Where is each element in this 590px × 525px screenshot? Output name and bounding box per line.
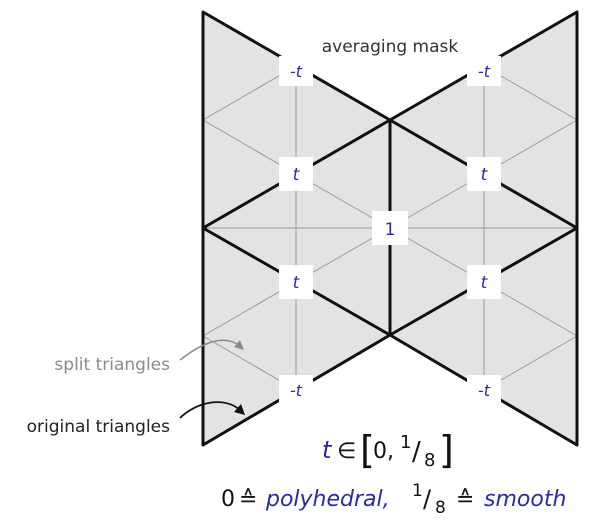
- formula-element-of: ∈: [337, 439, 356, 464]
- caption-polyhedral: polyhedral,: [265, 487, 390, 512]
- weight-top-left-label: -t: [290, 62, 303, 81]
- weight-upper-left: t: [279, 157, 313, 191]
- weight-lower-right-label: t: [481, 273, 489, 293]
- title-background: [308, 32, 472, 58]
- formula-close-bracket: ]: [439, 428, 454, 472]
- formula: t ∈ [ 0, 1 / 8 ]: [322, 428, 454, 472]
- caption-slash: /: [423, 485, 432, 513]
- formula-numerator: 1: [400, 432, 411, 453]
- original-triangles-arrowhead: [234, 404, 245, 415]
- weight-upper-right: t: [467, 157, 501, 191]
- weight-bottom-left: -t: [279, 375, 313, 405]
- weight-top-left: -t: [279, 56, 313, 86]
- formula-open-bracket: [: [360, 428, 375, 472]
- split-triangles-arrow: [179, 339, 241, 361]
- split-triangles-arrowhead: [234, 340, 244, 350]
- caption-smooth: smooth: [484, 487, 566, 512]
- weight-lower-left-label: t: [293, 273, 301, 293]
- weight-bottom-right: -t: [467, 375, 501, 405]
- formula-variable: t: [322, 436, 333, 464]
- weight-bottom-right-label: -t: [478, 381, 491, 400]
- weight-lower-right: t: [467, 265, 501, 299]
- weight-upper-right-label: t: [481, 165, 489, 185]
- weight-lower-left: t: [279, 265, 313, 299]
- caption-corresponds-1: ≙: [239, 487, 257, 512]
- caption-eight: 8: [435, 498, 446, 518]
- caption-one: 1: [412, 481, 423, 501]
- diagram-title: averaging mask: [322, 37, 459, 57]
- weight-top-right-label: -t: [478, 62, 491, 81]
- weight-bottom-left-label: -t: [290, 381, 303, 400]
- formula-range-start: 0,: [373, 439, 394, 464]
- weight-upper-left-label: t: [293, 165, 301, 185]
- formula-slash: /: [412, 437, 421, 467]
- weight-center-label: 1: [385, 220, 396, 240]
- original-triangles-label: original triangles: [27, 417, 170, 437]
- caption-corresponds-2: ≙: [456, 487, 474, 512]
- formula-denominator: 8: [424, 450, 435, 471]
- weight-center: 1: [372, 211, 408, 245]
- weight-top-right: -t: [467, 56, 501, 86]
- caption-zero: 0: [221, 487, 235, 512]
- original-triangles-arrow: [179, 401, 241, 419]
- split-triangles-label: split triangles: [54, 355, 170, 375]
- caption: 0 ≙ polyhedral, 1 / 8 ≙ smooth: [221, 481, 566, 518]
